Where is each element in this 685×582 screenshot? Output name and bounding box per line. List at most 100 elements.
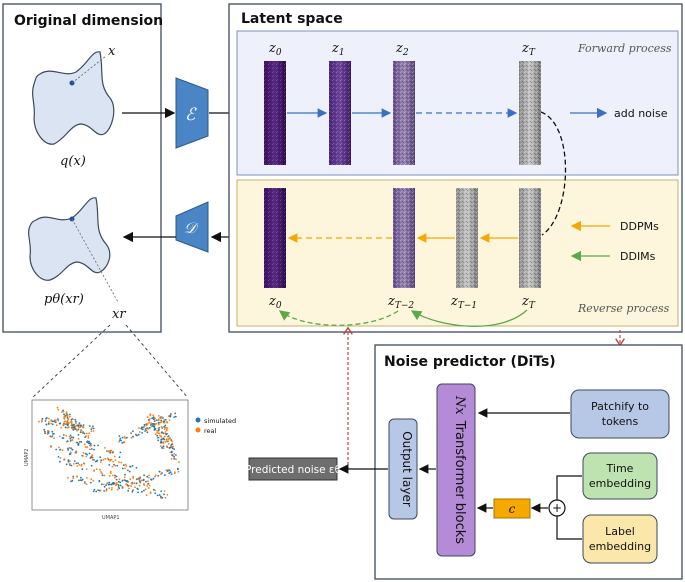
umap-point [63,417,65,420]
umap-point [98,480,101,483]
umap-point [108,450,111,452]
umap-point [47,429,49,432]
umap-point [74,428,76,430]
umap-point [142,479,145,482]
umap-zoom-line-left [31,324,111,399]
umap-point [109,458,111,461]
umap-point [162,432,165,435]
umap-point [72,463,75,465]
umap-point [166,427,169,429]
plus-symbol: + [552,501,562,515]
umap-point [127,485,130,488]
umap-point [83,432,86,435]
umap-point [148,422,150,424]
umap-point [157,427,160,430]
transformer-text: Transformer blocks [452,420,467,545]
transformer-nx: Nx [452,395,467,415]
umap-point [170,451,173,454]
umap-point [130,482,133,485]
forward-z0-sub: 0 [276,48,282,58]
umap-point [85,477,88,479]
umap-point [157,475,160,477]
umap-point [111,487,113,489]
umap-point [114,474,116,477]
transformer-blocks-box [436,383,476,557]
umap-point [173,416,176,418]
reverse-zT1-sub: T−1 [458,301,477,311]
umap-point [108,475,111,477]
umap-point [152,414,155,417]
umap-point [160,438,163,441]
umap-point [134,486,137,488]
umap-point [160,440,163,443]
umap-point [58,446,60,449]
umap-point [148,484,151,487]
umap-point [125,465,128,467]
umap-point [87,435,90,437]
umap-point [102,458,105,461]
umap-point [85,455,88,458]
umap-point [101,474,104,477]
umap-point [82,424,85,426]
umap-point [84,446,87,448]
umap-point [125,483,128,486]
umap-point [154,474,157,476]
reverse-zT2-sub: T−2 [395,301,415,311]
umap-point [133,482,136,485]
umap-point [146,423,149,425]
umap-point [117,486,120,488]
umap-point [108,451,111,454]
umap-point [164,496,167,499]
umap-point [132,475,135,478]
umap-point [114,464,117,467]
original-dimension-panel [2,3,162,333]
umap-point [153,429,156,431]
umap-point [77,428,80,431]
time-embedding-box [582,452,658,500]
umap-point [162,420,165,423]
umap-xlabel: UMAP1 [102,515,120,521]
umap-point [127,469,129,472]
umap-point [72,418,74,421]
umap-point [152,423,155,425]
umap-point [65,422,68,425]
umap-point [117,480,120,483]
umap-point [146,485,149,487]
predicted-noise-to-latent-connector [337,330,348,470]
umap-point [131,482,134,485]
umap-point [112,474,114,477]
umap-point [89,442,92,445]
umap-point [119,481,122,484]
umap-point [105,484,107,486]
p-theta-label: pθ(xr) [44,292,84,307]
umap-point [110,458,113,461]
umap-plot-frame [31,399,189,511]
umap-point [115,483,118,486]
umap-point [90,448,93,450]
time-embedding-line1: Time [606,462,634,475]
umap-point [67,423,69,426]
umap-point [123,479,126,481]
umap-point [157,436,160,439]
umap-point [103,474,106,477]
umap-point [44,420,47,422]
umap-point [162,445,165,448]
umap-point [48,421,50,423]
umap-point [72,477,75,480]
umap-point [72,475,75,478]
umap-point [118,440,120,443]
umap-point [131,465,134,467]
umap-point [69,451,72,454]
umap-point [135,466,138,469]
umap-point [67,418,70,420]
c-box [493,498,531,519]
umap-point [122,464,125,466]
umap-point [168,419,171,421]
umap-point [112,481,115,484]
umap-point [121,487,124,489]
data-distribution-shape [31,51,115,145]
umap-point [99,471,102,473]
umap-point [171,442,174,445]
predicted-noise-box [248,457,338,481]
umap-point [175,458,177,461]
